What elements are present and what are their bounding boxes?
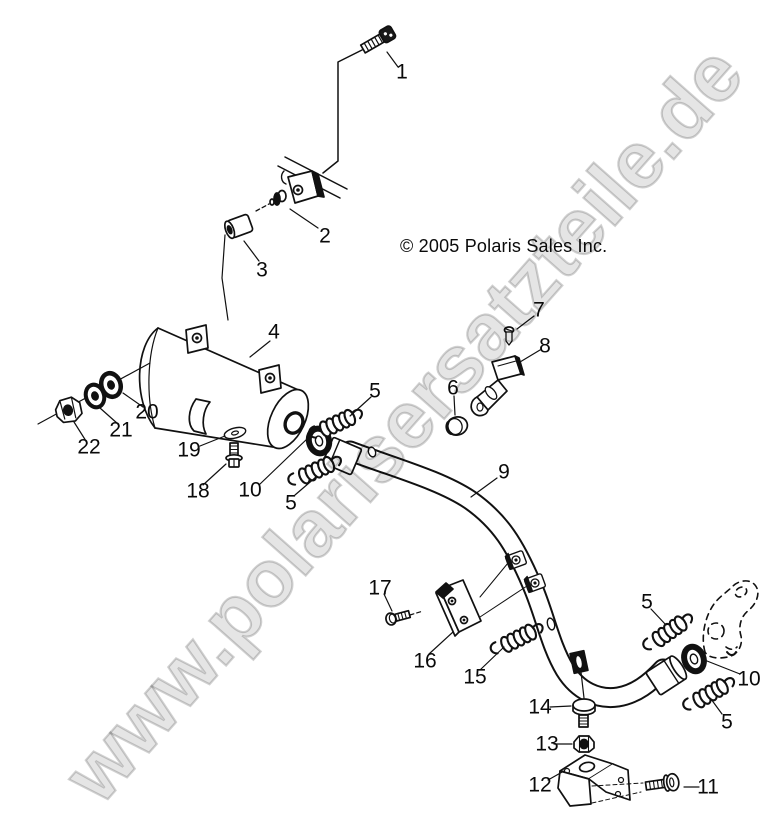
washer-part20 [98, 370, 124, 400]
bolt-part1 [359, 25, 397, 54]
leader-lines [73, 51, 741, 788]
part-number-callout: 14 [528, 695, 552, 719]
washer-part19 [223, 426, 247, 440]
exhaust-pipe-part9 [339, 440, 674, 709]
part-number-callout: 17 [368, 576, 392, 600]
part-number-callout: 15 [463, 665, 487, 689]
part-number-callout: 7 [533, 298, 545, 322]
part-number-callout: 2 [319, 224, 331, 248]
part-number-callout: 9 [498, 460, 510, 484]
screw-part7 [503, 326, 515, 346]
muffler-part4 [138, 324, 310, 450]
part-number-callout: 5 [641, 590, 653, 614]
pipe-boss-hole [367, 446, 377, 458]
copyright-notice: © 2005 Polaris Sales Inc. [400, 236, 608, 256]
bracket-part8 [470, 355, 525, 417]
bolt-part17 [385, 609, 424, 626]
part-number-callout: 1 [396, 60, 408, 84]
pipe-clamp-tab-upper [504, 550, 527, 571]
part-number-callout: 21 [109, 418, 133, 442]
part-number-callout: 5 [721, 710, 733, 734]
part-number-callout: 8 [539, 334, 551, 358]
clamp-block-part16 [435, 562, 528, 637]
engine-port-solid-detail [726, 651, 737, 656]
spring-part5-d [679, 671, 739, 717]
pipe-hanger-tab [569, 649, 589, 699]
engine-port-dashed-outline [702, 580, 759, 659]
part-number-callout: 18 [186, 479, 210, 503]
bolt-part18 [225, 442, 243, 468]
part-number-callout: 10 [737, 667, 761, 691]
part-number-callout: 16 [413, 649, 437, 673]
screw-part14 [572, 698, 596, 728]
bushing-part3 [221, 213, 254, 321]
part-number-callout: 12 [528, 773, 552, 797]
part-number-callout: 19 [177, 438, 201, 462]
part-number-callout: 6 [447, 376, 459, 400]
part-number-callout: 4 [268, 320, 280, 344]
clamp-part2 [255, 170, 325, 212]
screw-part11 [644, 772, 680, 792]
part-number-callout: 3 [256, 258, 268, 282]
bracket-part12 [557, 754, 644, 807]
gasket-part10-muffler [305, 425, 333, 457]
part-number-callout: 10 [238, 478, 262, 502]
plug-part6 [445, 416, 469, 436]
nut-part13 [573, 735, 595, 753]
part-number-callout: 13 [535, 732, 559, 756]
gasket-part10-head [681, 643, 707, 675]
pipe-bell-end [645, 655, 688, 696]
spring-part5-b [285, 450, 346, 492]
part-number-callout: 5 [369, 379, 381, 403]
pipe-oval-hole [546, 617, 556, 631]
part-number-callout: 20 [135, 400, 159, 424]
part-number-callout: 22 [77, 435, 101, 459]
washer-part21 [83, 382, 107, 410]
nut-part22 [54, 396, 83, 424]
part-number-callout: 11 [697, 775, 719, 799]
part-number-callout: 5 [285, 491, 297, 515]
